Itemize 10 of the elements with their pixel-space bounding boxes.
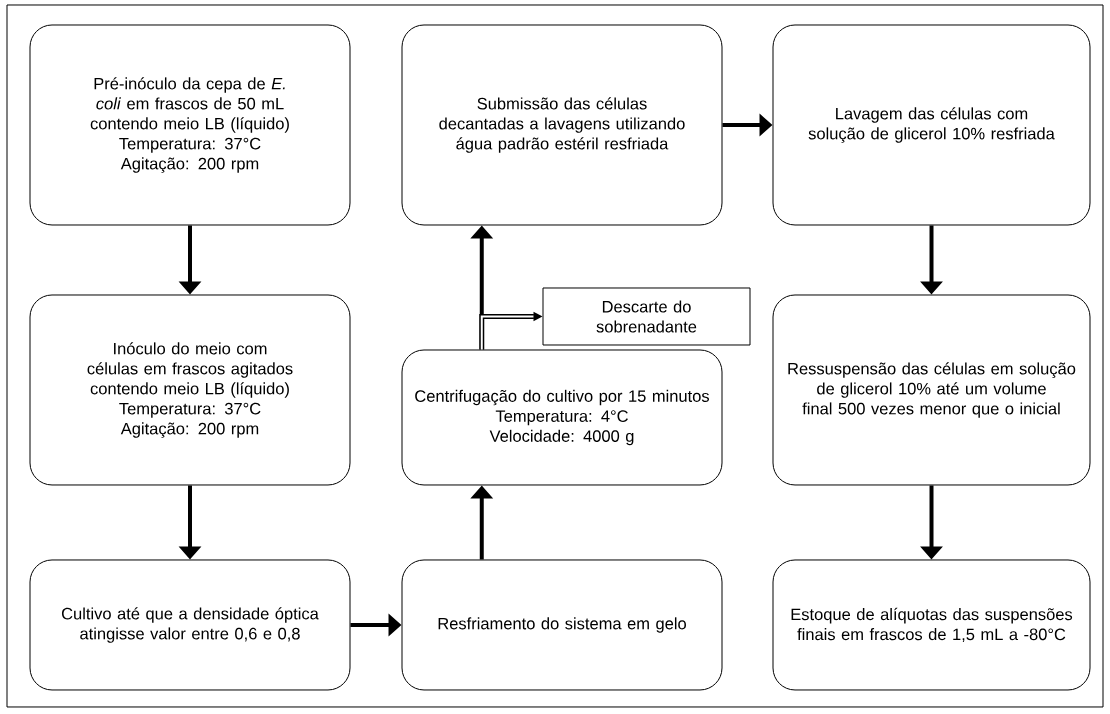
process-box: Ressuspensão das células em solução de glicerol 10% até um volume final 500 vezes menor que o inicial bbox=[772, 294, 1091, 486]
process-box: Resfriamento do sistema em gelo bbox=[401, 559, 723, 691]
process-box: Lavagem das células com solução de glicerol 10% resfriada bbox=[772, 24, 1091, 226]
process-box: Centrifugação do cultivo por 15 minutos Temperatura: 4°C Velocidade: 4000 g bbox=[401, 349, 723, 486]
process-box: Inóculo do meio com células em frascos agitados contendo meio LB (líquido) Temperatura: 37°C Agitação: 200 rpm bbox=[29, 294, 351, 486]
output-box: Descarte do sobrenadante bbox=[542, 287, 751, 346]
process-box: Pré-inóculo da cepa de E. coli em frascos de 50 mL contendo meio LB (líquido) Temperatura: 37°C Agitação: 200 rpm bbox=[29, 24, 351, 226]
process-box: Cultivo até que a densidade óptica atingisse valor entre 0,6 e 0,8 bbox=[29, 559, 351, 691]
process-box: Estoque de alíquotas das suspensões finais em frascos de 1,5 mL a -80°C bbox=[772, 559, 1091, 691]
process-box: Submissão das células decantadas a lavagens utilizando água padrão estéril resfriada bbox=[401, 24, 723, 226]
